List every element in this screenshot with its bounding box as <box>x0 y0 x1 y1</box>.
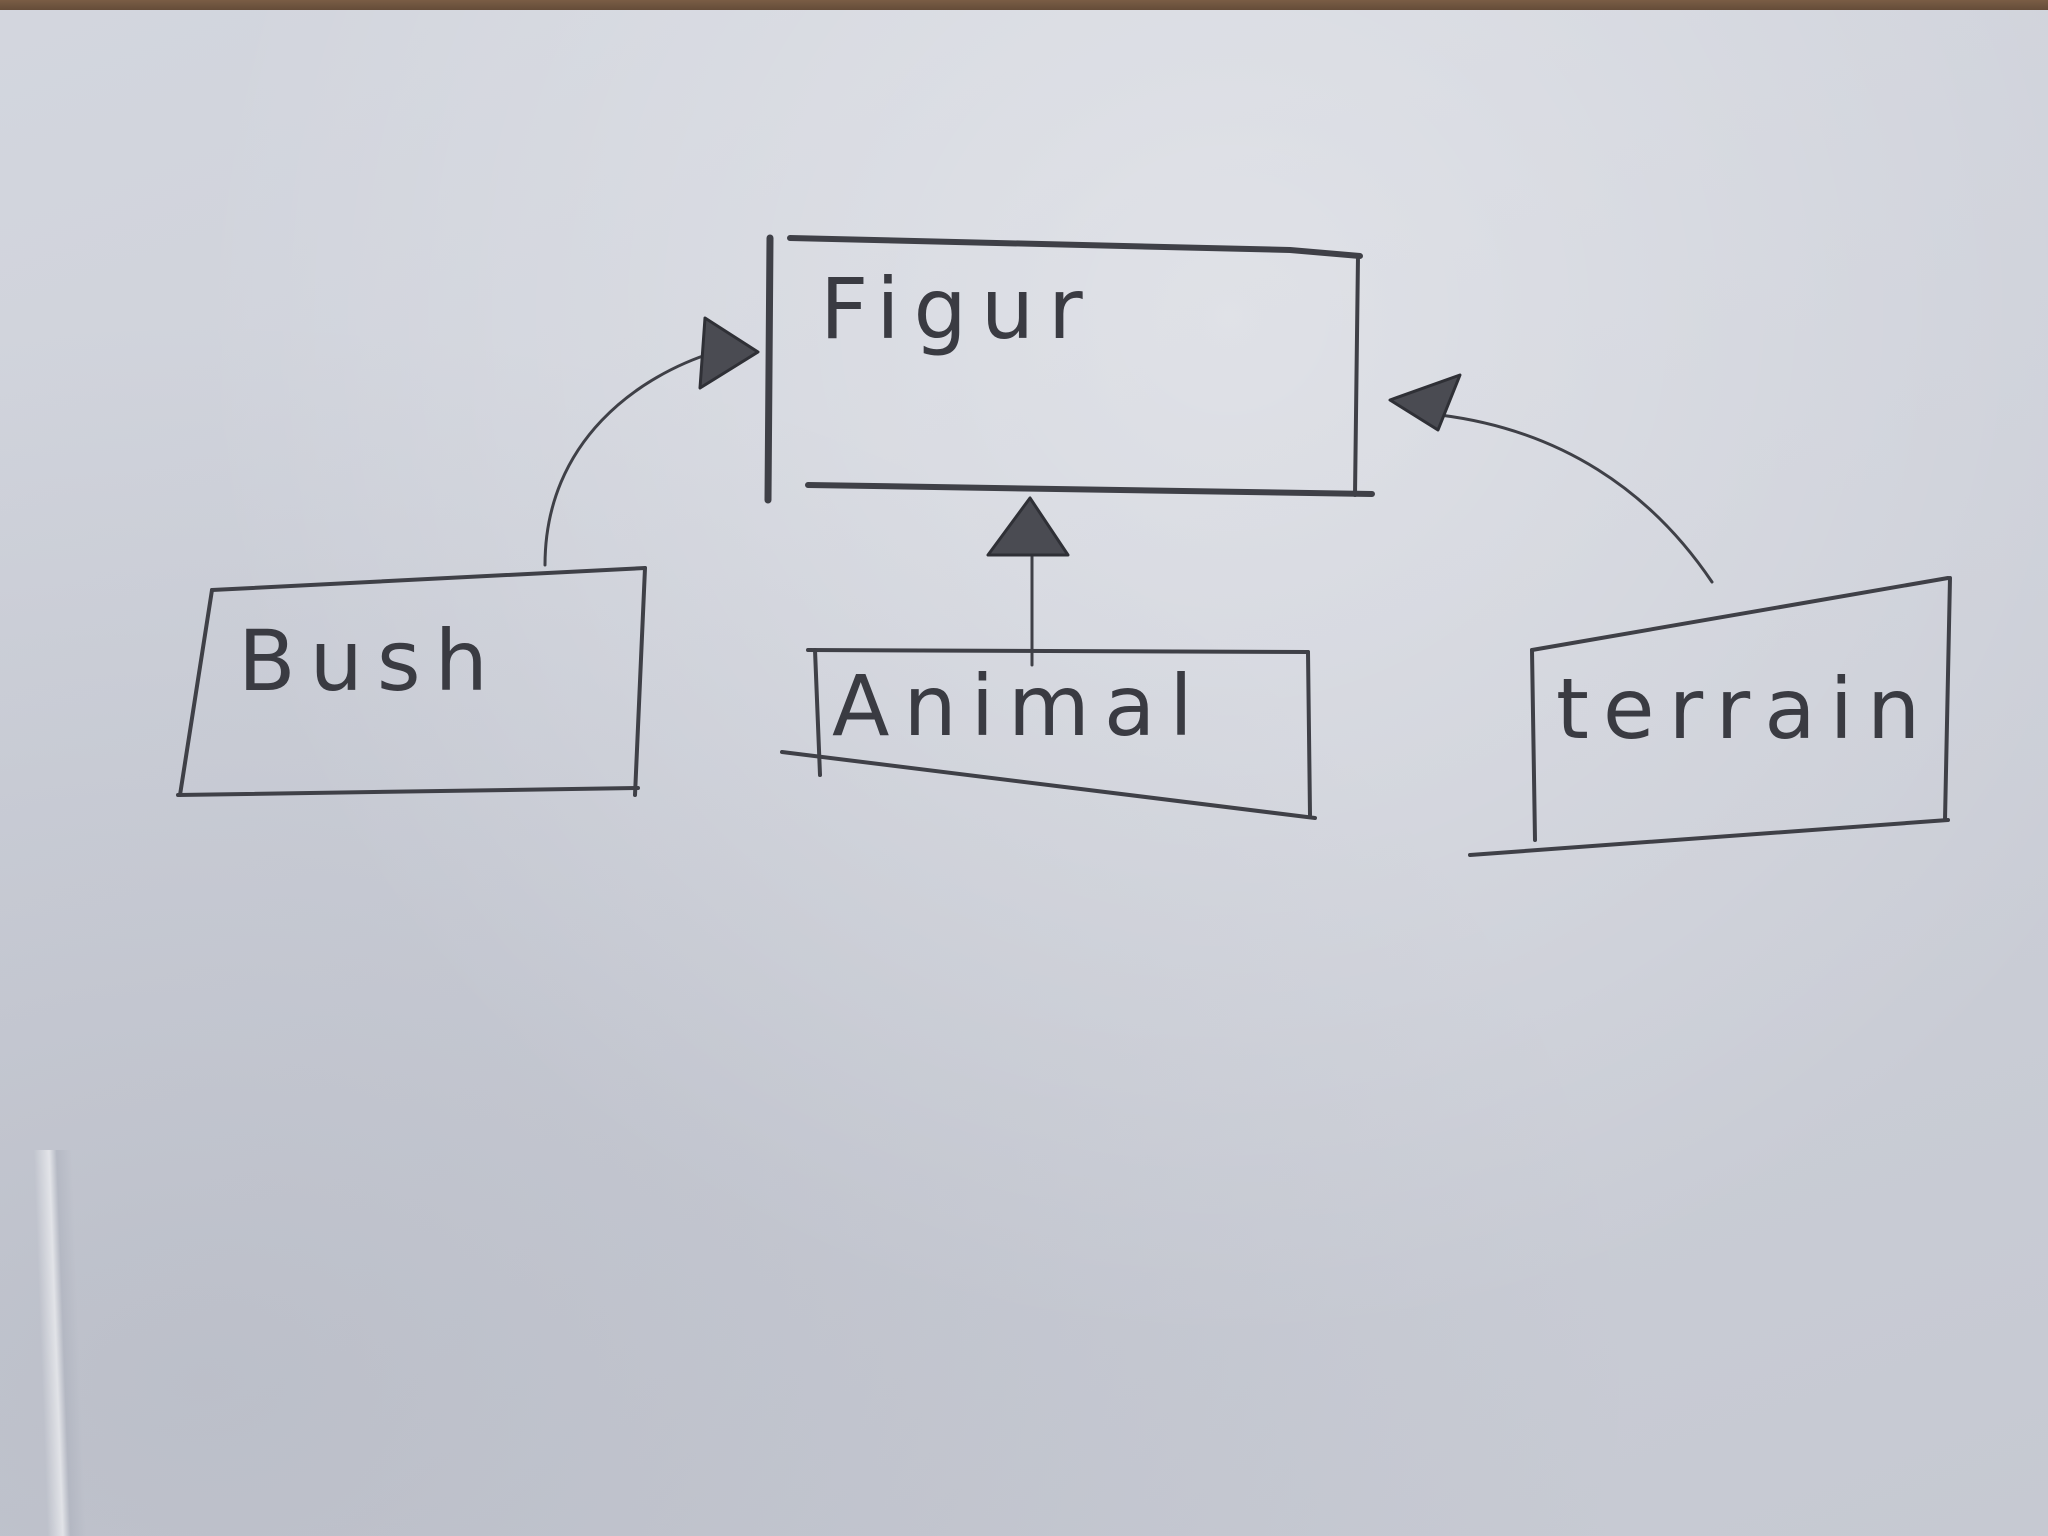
figur-label: Figur <box>820 260 1097 358</box>
node-animal: Animal <box>780 648 1317 820</box>
animal-box-top-edge <box>806 648 1310 654</box>
edge-terrain-to-figur <box>1388 373 1714 584</box>
bush-label: Bush <box>238 612 502 710</box>
bush-box-left-edge <box>178 588 214 797</box>
inheritance-arrowhead-icon <box>986 496 1070 557</box>
edge-bush-figur-line <box>543 350 717 567</box>
animal-box-left-edge <box>813 648 822 777</box>
terrain-box-right-edge <box>1943 576 1952 822</box>
figur-box-left-edge <box>764 234 774 504</box>
edge-terrain-figur-line <box>1438 413 1714 584</box>
animal-box-right-edge <box>1306 650 1312 817</box>
node-figur: Figur <box>764 234 1375 504</box>
figur-box-right-edge <box>1353 254 1360 497</box>
terrain-box-bottom-edge <box>1468 818 1950 857</box>
figur-box-bottom-edge <box>805 482 1375 497</box>
bush-box-right-edge <box>633 566 647 797</box>
terrain-box-left-edge <box>1530 648 1537 842</box>
edge-animal-to-figur <box>986 496 1070 667</box>
animal-label: Animal <box>832 657 1207 755</box>
node-terrain: terrain <box>1468 576 1952 857</box>
edge-bush-to-figur <box>543 316 760 567</box>
paper-sheet <box>0 10 2048 1536</box>
animal-box-bottom-edge <box>780 750 1317 820</box>
figur-box-top-edge <box>787 235 1363 259</box>
inheritance-arrowhead-icon <box>698 316 760 390</box>
terrain-label: terrain <box>1556 660 1934 758</box>
terrain-box-top-edge <box>1530 576 1950 652</box>
bush-box-top-edge <box>210 566 647 592</box>
node-bush: Bush <box>176 566 647 797</box>
bush-box-bottom-edge <box>176 786 640 797</box>
inheritance-arrowhead-icon <box>1388 373 1462 432</box>
